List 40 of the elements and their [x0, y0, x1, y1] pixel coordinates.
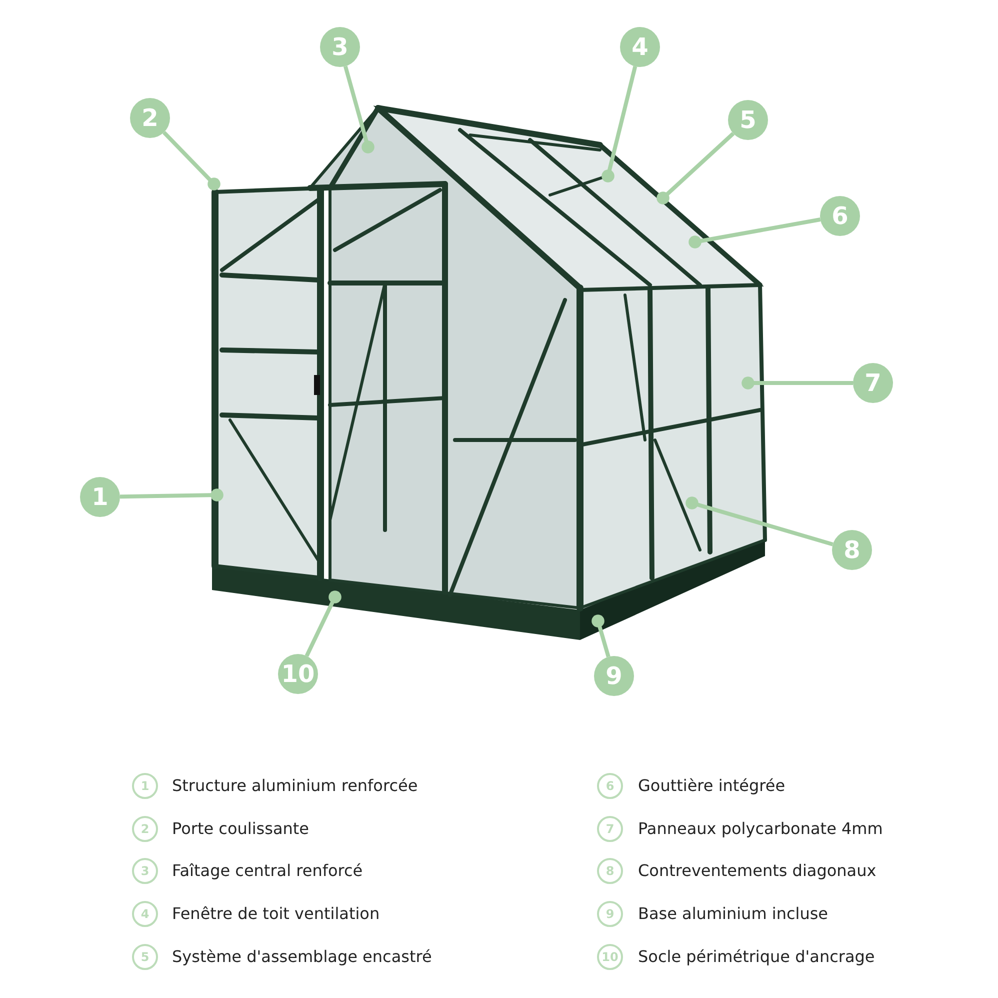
key-text: Système d'assemblage encastré	[172, 947, 432, 967]
leader-line	[162, 130, 220, 190]
callout-number: 3	[320, 27, 360, 67]
callout-number: 1	[80, 477, 120, 517]
key-number: 2	[132, 816, 158, 842]
callout-number: 2	[130, 98, 170, 138]
callout-number: 6	[820, 196, 860, 236]
key-text: Gouttière intégrée	[638, 776, 786, 796]
key-text: Contreventements diagonaux	[638, 861, 876, 881]
key-text: Panneaux polycarbonate 4mm	[638, 819, 883, 839]
key-text: Socle périmétrique d'ancrage	[638, 947, 875, 967]
key-number: 8	[597, 858, 623, 884]
leader-line	[602, 66, 638, 182]
callout-number: 9	[594, 656, 634, 696]
key-number: 4	[132, 901, 158, 927]
key-number: 5	[132, 944, 158, 970]
key-text: Structure aluminium renforcée	[172, 776, 418, 796]
key-number: 1	[132, 773, 158, 799]
key-text: Base aluminium incluse	[638, 904, 828, 924]
key-number: 9	[597, 901, 623, 927]
leader-line	[742, 376, 853, 390]
callout-number: 4	[620, 27, 660, 67]
key-number: 10	[597, 944, 623, 970]
callout-number: 10	[278, 654, 318, 694]
leader-line	[686, 496, 834, 546]
leader-line	[304, 590, 342, 657]
key-number: 7	[597, 816, 623, 842]
key-text: Porte coulissante	[172, 819, 309, 839]
callout-number: 8	[832, 530, 872, 570]
key-number: 6	[597, 773, 623, 799]
leader-line	[656, 132, 735, 204]
leader-line	[343, 66, 374, 154]
key-number: 3	[132, 858, 158, 884]
callout-number: 7	[853, 363, 893, 403]
leader-line	[688, 218, 821, 248]
leader-line	[592, 614, 610, 658]
key-text: Fenêtre de toit ventilation	[172, 904, 380, 924]
leader-line	[120, 488, 224, 502]
callout-number: 5	[728, 100, 768, 140]
key-text: Faîtage central renforcé	[172, 861, 363, 881]
